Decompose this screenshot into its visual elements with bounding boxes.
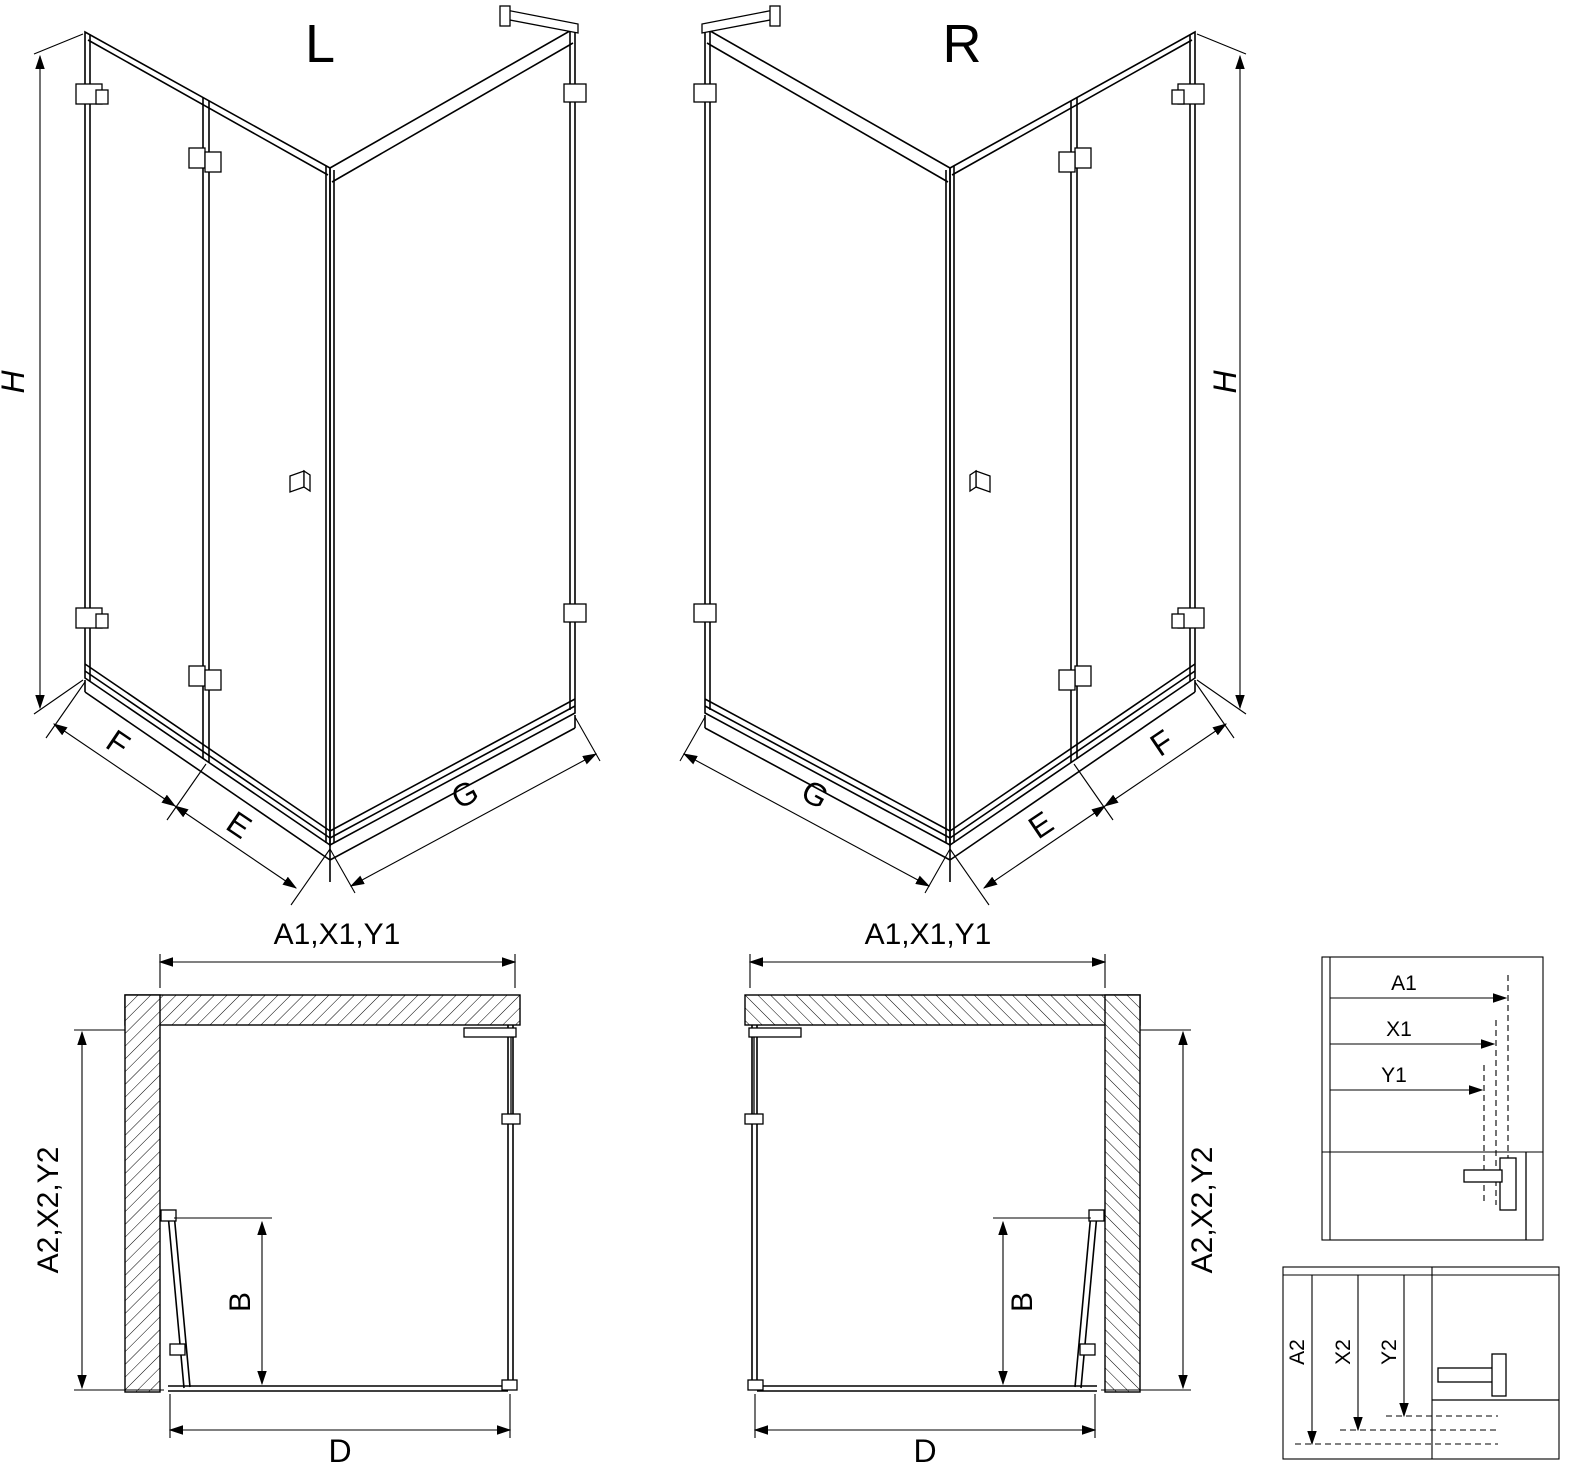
plan-right-geometry (745, 954, 1191, 1438)
detail-vertical-dims: A2 X2 Y2 (1282, 1266, 1560, 1460)
iso-right-geometry (680, 6, 1246, 905)
iso-left-geometry (34, 6, 600, 905)
dim-label-e-left: E (220, 804, 258, 846)
dim-label-f-left: F (100, 722, 136, 763)
dim-label-d-left-plan: D (328, 1433, 351, 1469)
dim-label-top-right-plan: A1,X1,Y1 (865, 918, 992, 951)
detail-v-reference-lines (1295, 1415, 1498, 1445)
profile-section-icon (1491, 1353, 1507, 1397)
dim-label-side-left-plan: A2,X2,Y2 (32, 1147, 65, 1274)
plan-view-right: A1,X1,Y1 A2,X2,Y2 B D (745, 918, 1219, 1469)
profile-section-icon (1463, 1169, 1503, 1183)
iso-view-left: L H F E G (0, 6, 600, 905)
plan-left-geometry (74, 954, 520, 1438)
dim-label-f-right: F (1144, 722, 1180, 763)
dim-label-h-left: H (0, 370, 31, 394)
dim-label-b-right-plan: B (1006, 1292, 1039, 1312)
dim-label-top-left-plan: A1,X1,Y1 (274, 918, 401, 951)
dim-label-h-right: H (1207, 370, 1243, 394)
view-title-right: R (943, 14, 982, 74)
view-title-left: L (305, 14, 335, 74)
dim-label-side-right-plan: A2,X2,Y2 (1186, 1147, 1219, 1274)
detail-label-x2: X2 (1332, 1339, 1355, 1365)
detail-v-profile-section (1432, 1353, 1559, 1401)
detail-h-profile-section (1463, 1152, 1527, 1240)
detail-label-y1: Y1 (1381, 1064, 1407, 1087)
detail-label-x1: X1 (1386, 1018, 1412, 1041)
detail-horizontal-dims: A1 X1 Y1 (1321, 956, 1544, 1241)
dim-label-e-right: E (1022, 804, 1060, 846)
profile-section-icon (1437, 1367, 1501, 1383)
detail-label-y2: Y2 (1378, 1339, 1401, 1365)
detail-label-a2: A2 (1286, 1339, 1309, 1365)
dim-label-b-left-plan: B (224, 1292, 257, 1312)
detail-v-frame (1282, 1266, 1560, 1460)
profile-section-icon (1499, 1157, 1517, 1211)
dim-label-d-right-plan: D (913, 1433, 936, 1469)
plan-view-left: A1,X1,Y1 A2,X2,Y2 B D (32, 918, 520, 1469)
iso-view-right: R H G E F (680, 6, 1246, 905)
detail-label-a1: A1 (1391, 972, 1417, 995)
